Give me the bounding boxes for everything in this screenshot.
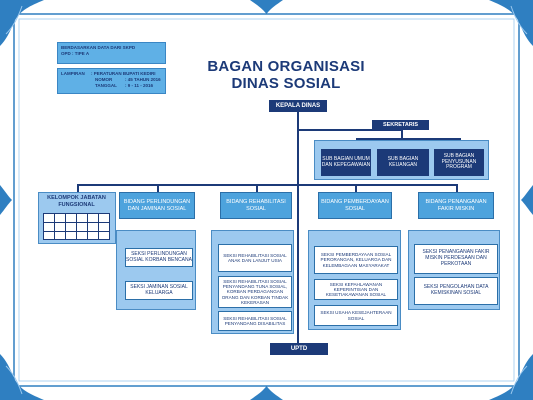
bidang1-box: BIDANG PERLINDUNGAN DAN JAMINAN SOSIAL <box>119 192 195 219</box>
bidang-drop-3 <box>355 184 357 192</box>
bidang-drop-2 <box>256 184 258 192</box>
info-line1: BERDASARKAN DATA DARI SKPD <box>61 45 136 50</box>
subbagian-keuangan-box: SUB BAGIAN KEUANGAN <box>377 149 429 176</box>
sekretaris-connector <box>297 129 401 131</box>
bidang4-seksi2-box: SEKSI PENGOLAHAN DATA KEMISKINAN SOSIAL <box>414 277 498 305</box>
bidang-drop-4 <box>456 184 458 192</box>
subbagian-program-box: SUB BAGIAN PENYUSUNAN PROGRAM <box>434 149 484 176</box>
info-regulation: LAMPIRAN : PERATURAN BUPATI KEDIRI NOMOR… <box>57 68 166 94</box>
bidang3-seksi2-box: SEKSI KEPAHLAWANAN KEPERINTISAN DAN KESE… <box>314 279 398 300</box>
tanggal-label: TANGGAL <box>95 83 117 88</box>
bidang-bar <box>77 184 456 186</box>
bidang4-seksi1-box: SEKSI PENANGANAN FAKIR MISKIN PERDESAAN … <box>414 244 498 274</box>
bidang4-box: BIDANG PENANGANAN FAKIR MISKIN <box>418 192 494 219</box>
bidang2-box: BIDANG REHABILITASI SOSIAL <box>220 192 292 219</box>
nomor-value: : 45 TAHUN 2016 <box>125 77 161 82</box>
bidang-drop-1 <box>157 184 159 192</box>
nomor-label: NOMOR <box>95 77 113 82</box>
sekretaris-box: SEKRETARIS <box>372 120 429 130</box>
sekretaris-drop <box>401 129 403 138</box>
uptd-box: UPTD <box>270 343 328 355</box>
kelompok-grid <box>43 213 110 240</box>
bidang1-seksi1-box: SEKSI PERLINDUNGAN SOSIAL KORBAN BENCANA <box>125 248 193 267</box>
main-vertical-line <box>297 112 299 348</box>
chart-title-line1: BAGAN ORGANISASI <box>207 58 365 75</box>
bidang2-seksi3-box: SEKSI REHABILITASI SOSIAL PENYANDANG DIS… <box>218 311 292 331</box>
subbagian-bar <box>356 138 460 140</box>
lampiran-label: LAMPIRAN <box>61 71 85 76</box>
chart-title-line2: DINAS SOSIAL <box>231 75 341 92</box>
bidang3-box: BIDANG PEMBERDAYAAN SOSIAL <box>318 192 392 219</box>
subbagian-umum-box: SUB BAGIAN UMUM DAN KEPEGAWAIAN <box>321 149 371 176</box>
kepala-dinas-box: KEPALA DINAS <box>269 100 327 112</box>
bidang3-seksi3-box: SEKSI USAHA KESEJAHTERAAN SOSIAL <box>314 305 398 326</box>
info-panel: BERDASARKAN DATA DARI SKPD OPD : TIPE A … <box>53 42 170 97</box>
kelompok-label: KELOMPOK JABATAN FUNGSIONAL <box>47 195 106 208</box>
tanggal-value: : 9 - 11 - 2016 <box>125 83 154 88</box>
bidang3-seksi1-box: SEKSI PEMBERDAYAAN SOSIAL PERORANGAN, KE… <box>314 246 398 274</box>
bidang1-seksi2-box: SEKSI JAMINAN SOSIAL KELUARGA <box>125 281 193 300</box>
info-line2: OPD : TIPE A <box>61 51 90 56</box>
info-source: BERDASARKAN DATA DARI SKPD OPD : TIPE A <box>57 42 166 64</box>
bidang-drop-0 <box>77 184 79 192</box>
bidang2-seksi2-box: SEKSI REHABILITASI SOSIAL PENYANDANG TUN… <box>218 276 292 308</box>
bidang2-seksi1-box: SEKSI REHABILITASI SOSIAL ANAK DAN LANJU… <box>218 244 292 272</box>
lampiran-value: : PERATURAN BUPATI KEDIRI <box>91 71 156 76</box>
